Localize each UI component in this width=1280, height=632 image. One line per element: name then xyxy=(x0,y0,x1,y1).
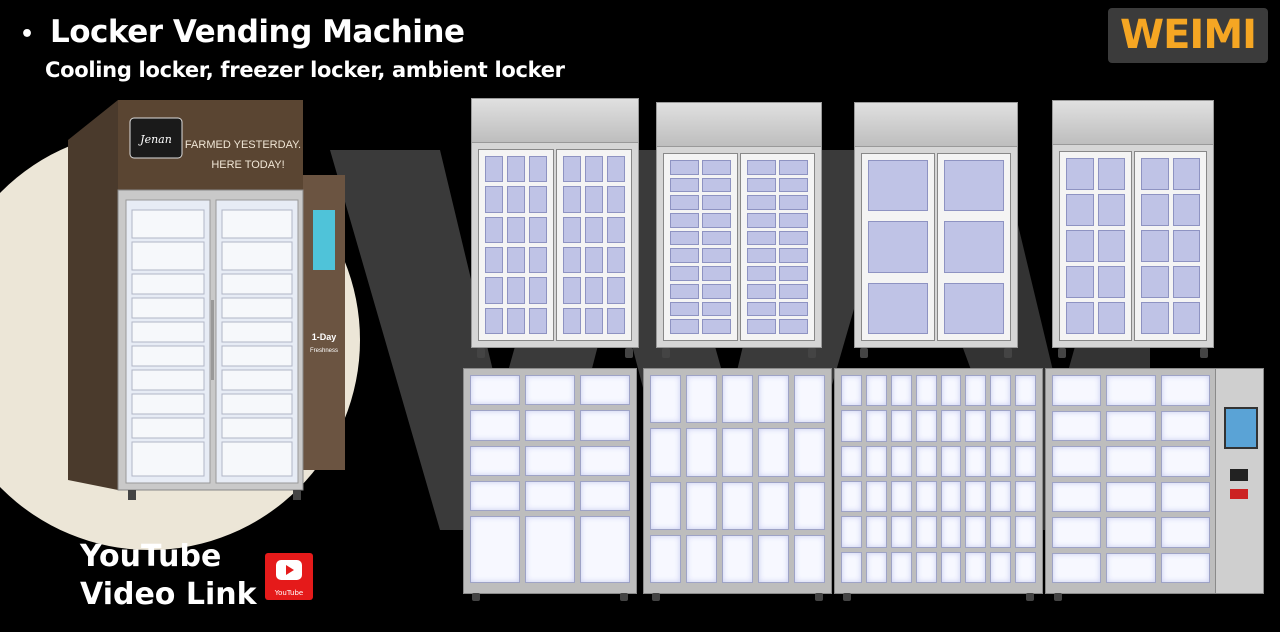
ambient-locker-4 xyxy=(1045,368,1217,601)
ambient-locker-3 xyxy=(834,368,1043,601)
ambient-locker-2 xyxy=(643,368,832,601)
youtube-link-text[interactable]: YouTube Video Link xyxy=(80,538,257,614)
youtube-button[interactable]: YouTube xyxy=(265,553,313,600)
fridge-locker-4 xyxy=(1052,100,1214,358)
page-title: Locker Vending Machine xyxy=(50,14,465,50)
youtube-button-label: YouTube xyxy=(274,589,304,597)
svg-text:HERE TODAY!: HERE TODAY! xyxy=(211,159,284,171)
svg-text:Jenan: Jenan xyxy=(138,133,172,146)
youtube-link-line2: Video Link xyxy=(80,577,257,612)
control-panel xyxy=(1215,368,1264,594)
svg-text:1-Day: 1-Day xyxy=(312,332,337,342)
fridge-locker-1 xyxy=(471,98,639,358)
page-subtitle: Cooling locker, freezer locker, ambient … xyxy=(45,58,565,82)
youtube-play-icon xyxy=(276,560,302,580)
touch-screen xyxy=(1224,407,1258,449)
svg-text:Freshness: Freshness xyxy=(310,348,338,354)
youtube-link-line1: YouTube xyxy=(80,539,222,574)
title-bullet: • xyxy=(20,22,35,47)
payment-slot xyxy=(1230,489,1248,499)
weimi-logo: WEIMI xyxy=(1108,8,1268,63)
featured-vending-machine-image: Jenan FARMED YESTERDAY. HERE TODAY! 1-Da… xyxy=(68,100,345,500)
fridge-locker-2 xyxy=(656,102,822,358)
ambient-locker-1 xyxy=(463,368,637,601)
card-reader xyxy=(1230,469,1248,481)
svg-text:FARMED YESTERDAY.: FARMED YESTERDAY. xyxy=(185,139,301,151)
fridge-locker-3 xyxy=(854,102,1018,358)
